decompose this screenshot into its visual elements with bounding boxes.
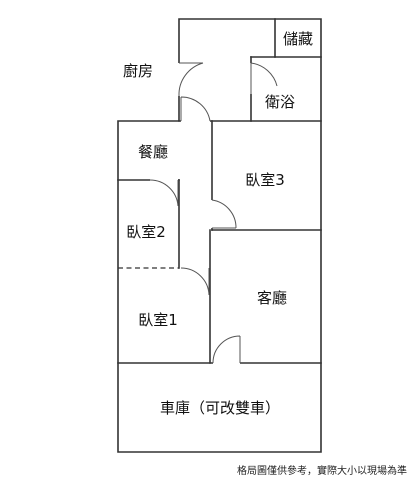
room-label-bedroom1: 臥室1: [138, 311, 178, 329]
room-label-dining: 餐廳: [138, 143, 168, 161]
room-label-garage: 車庫（可改雙車）: [160, 399, 280, 417]
room-label-bedroom3: 臥室3: [245, 171, 285, 189]
room-label-storage: 儲藏: [283, 30, 313, 48]
hall-door-swing: [180, 96, 211, 122]
bedroom3-door-swing: [211, 199, 237, 229]
bedroom2-door-swing: [149, 179, 179, 207]
living-door-swing: [212, 335, 241, 364]
room-label-bathroom: 衛浴: [265, 93, 295, 111]
bathroom-door-swing: [250, 62, 278, 94]
disclaimer-text: 格局圖僅供參考，實際大小以現場為準: [237, 464, 407, 477]
door-swings: [149, 62, 278, 364]
room-label-living: 客廳: [257, 289, 287, 307]
room-label-kitchen: 廚房: [123, 62, 153, 80]
kitchen-door-swing: [178, 62, 204, 97]
room-label-bedroom2: 臥室2: [126, 223, 166, 241]
bedroom1-door-swing: [180, 267, 210, 296]
